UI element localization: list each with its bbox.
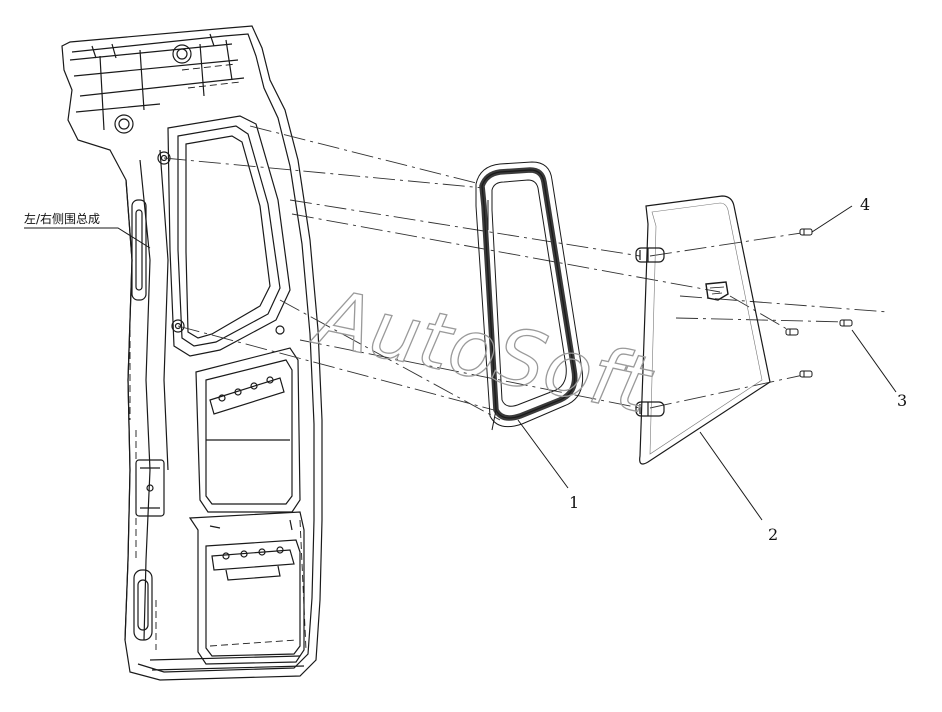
callout-1: 1 — [569, 493, 579, 512]
leader-part-4 — [811, 205, 853, 233]
window-seal-part-1 — [475, 161, 584, 431]
side-panel-label: 左/右侧围总成 — [24, 211, 100, 226]
side-panel-assembly — [61, 25, 323, 681]
fastener-screw-right — [839, 319, 853, 327]
panel-hidden-lines — [129, 63, 307, 651]
leader-side-panel — [24, 227, 151, 249]
svg-text:AutoSoft: AutoSoft — [305, 272, 660, 432]
watermark: AutoSoft — [305, 271, 661, 432]
leader-part-1 — [517, 419, 569, 489]
fasteners-parts-3-4 — [785, 228, 853, 378]
fastener-screw-middle — [785, 328, 799, 336]
assembly-center-lines — [163, 125, 889, 421]
window-glass-part-2 — [635, 195, 771, 465]
callout-3: 3 — [897, 391, 907, 410]
leader-part-2 — [699, 431, 763, 521]
fastener-screw-lower — [799, 370, 813, 378]
leader-lines — [24, 205, 897, 521]
callout-4: 4 — [860, 195, 870, 214]
leader-part-3 — [851, 329, 897, 393]
callout-2: 2 — [768, 525, 778, 544]
fastener-screw-upper — [799, 228, 813, 236]
